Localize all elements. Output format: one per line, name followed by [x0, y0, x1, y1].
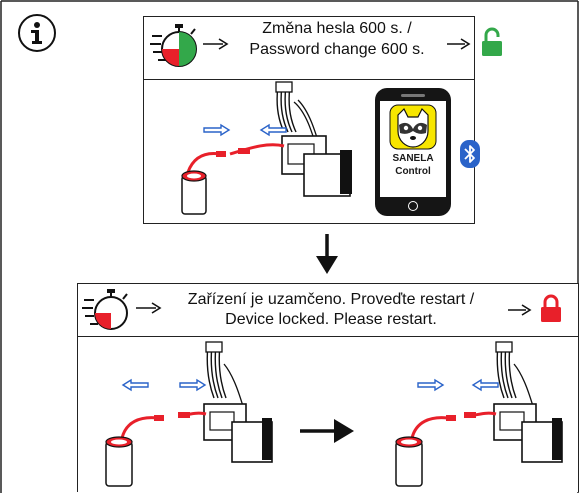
- unlocked-padlock-icon: [482, 27, 502, 56]
- blue-arrow-right-icon: [417, 378, 445, 392]
- app-name-line2: Control: [395, 166, 431, 177]
- bluetooth-icon: [460, 140, 480, 168]
- phone-speaker: [401, 94, 425, 97]
- phone-home-button: [408, 201, 418, 211]
- arrow-right-icon: [203, 38, 229, 50]
- bottom-text-cz: Zařízení je uzamčeno. Proveďte restart /: [187, 291, 475, 308]
- blue-arrow-left-icon: [471, 378, 499, 392]
- locked-padlock-icon: [541, 294, 561, 322]
- bottom-text-en: Device locked. Please restart.: [225, 311, 437, 328]
- blue-arrow-right-icon: [179, 378, 207, 392]
- bottom-panel-header: [78, 284, 578, 337]
- top-text-cz: Změna hesla 600 s. /: [262, 20, 412, 37]
- blue-arrow-left-icon: [121, 378, 149, 392]
- device-illustration-left: [105, 341, 273, 487]
- info-circle-icon: [18, 14, 56, 52]
- timer-red-icon: [82, 289, 128, 330]
- device-illustration: [181, 81, 352, 215]
- arrow-down-icon: [316, 234, 338, 274]
- top-panel-header: [144, 17, 474, 80]
- arrow-right-icon: [136, 302, 162, 314]
- blue-arrow-left-icon: [259, 123, 287, 137]
- arrow-right-big-icon: [300, 419, 354, 443]
- device-illustration-right: [395, 341, 563, 487]
- top-text-en: Password change 600 s.: [249, 41, 425, 58]
- app-name-line1: SANELA: [392, 153, 434, 164]
- raccoon-app-icon: [389, 104, 437, 150]
- timer-green-red-icon: [150, 24, 197, 67]
- blue-arrow-right-icon: [203, 123, 231, 137]
- arrow-right-icon: [508, 304, 532, 316]
- arrow-right-icon: [447, 38, 471, 50]
